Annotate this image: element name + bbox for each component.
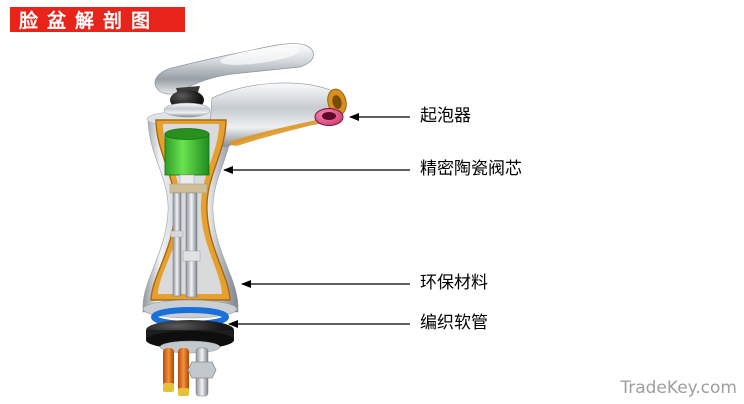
page-title: 脸盆解剖图 bbox=[10, 7, 185, 32]
ceramic-cartridge bbox=[164, 128, 210, 185]
arrowhead bbox=[228, 320, 238, 328]
leader-lines bbox=[223, 113, 410, 328]
spout-cut-hole bbox=[332, 95, 342, 109]
faucet-spout bbox=[209, 82, 347, 147]
mounting-flange bbox=[146, 320, 234, 354]
arrowhead bbox=[223, 166, 233, 174]
arrowhead bbox=[349, 113, 359, 121]
water-pipes bbox=[169, 183, 208, 298]
label-ceramic-cartridge: 精密陶瓷阀芯 bbox=[420, 159, 522, 179]
watermark: TradeKey.com bbox=[620, 378, 737, 398]
label-aerator: 起泡器 bbox=[420, 106, 471, 126]
aerator-ring bbox=[314, 108, 344, 126]
arrowhead bbox=[241, 280, 251, 288]
faucet-handle bbox=[154, 43, 314, 118]
hose-connector bbox=[163, 383, 174, 392]
label-braided-hose: 编织软管 bbox=[420, 313, 488, 333]
pivot-dome bbox=[163, 90, 211, 118]
braided-hoses bbox=[163, 347, 217, 397]
faucet-base bbox=[142, 299, 238, 397]
label-eco-material: 环保材料 bbox=[420, 273, 488, 293]
hose-connector bbox=[178, 388, 189, 396]
cutaway-section bbox=[150, 119, 231, 301]
page-title-text: 脸盆解剖图 bbox=[19, 10, 160, 32]
hex-nut bbox=[187, 361, 217, 379]
spout-inner-wall bbox=[229, 111, 340, 146]
